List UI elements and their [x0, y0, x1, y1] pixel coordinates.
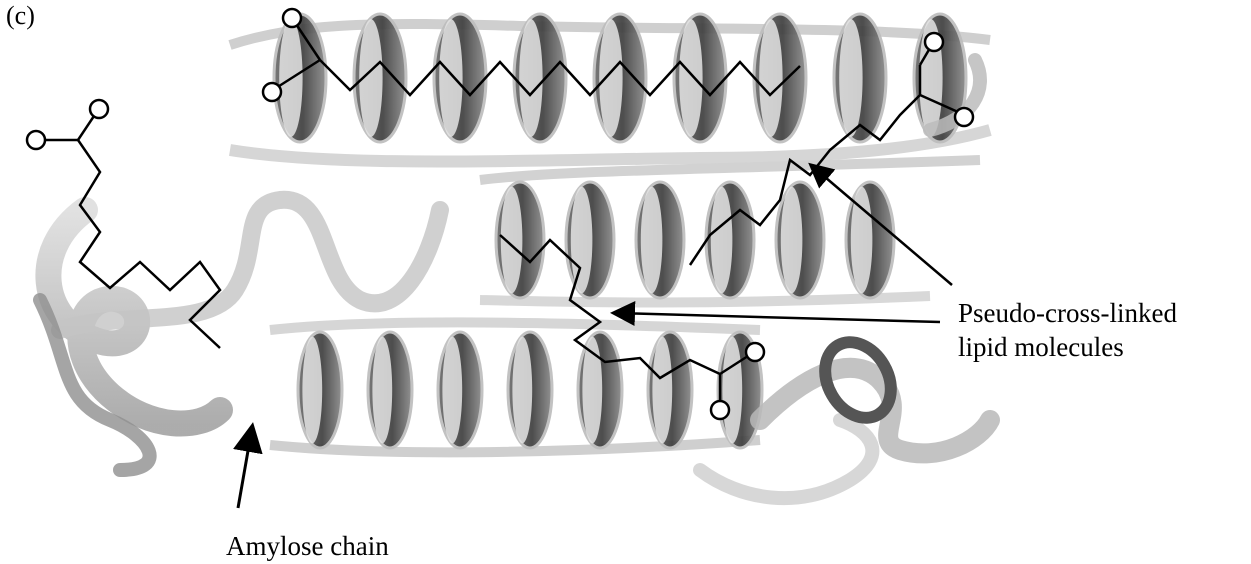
helix-coil-highlight [442, 337, 462, 444]
amylose-label: Amylose chain [226, 531, 389, 561]
helix-coil-highlight [599, 19, 622, 137]
amylose-helix-bottom [270, 322, 762, 452]
oxygen-atom [283, 9, 301, 27]
lipid-arrow-lower [615, 313, 940, 322]
helix-coil-highlight [759, 19, 782, 137]
oxygen-atom [27, 131, 45, 149]
helix-coil-highlight [519, 19, 542, 137]
helix-coil-highlight [302, 337, 322, 444]
helix-coil-highlight [512, 337, 532, 444]
helix-coil-highlight [439, 19, 462, 137]
helix-coil-highlight [652, 337, 672, 444]
oxygen-atom [955, 108, 973, 126]
oxygen-atom [90, 100, 108, 118]
helix-coil-highlight [839, 19, 862, 137]
oxygen-atom [263, 83, 281, 101]
helix-coil-highlight [781, 187, 803, 294]
oxygen-atom [746, 343, 764, 361]
helix-coil-highlight [372, 337, 392, 444]
oxygen-atom [711, 401, 729, 419]
helix-coil-highlight [679, 19, 702, 137]
helix-coil-highlight [711, 187, 733, 294]
amylose-helix-middle [480, 160, 980, 303]
oxygen-atom [925, 33, 943, 51]
lipid-label-line2: lipid molecules [958, 332, 1124, 362]
helix-coil-highlight [641, 187, 663, 294]
helix-coil-highlight [722, 337, 742, 444]
lipid-label-line1: Pseudo-cross-linked [958, 298, 1177, 328]
helix-coil-highlight [571, 187, 593, 294]
panel-label: (c) [6, 1, 35, 30]
amylose-arrow [238, 428, 252, 508]
amylose-helix-top [230, 14, 990, 162]
